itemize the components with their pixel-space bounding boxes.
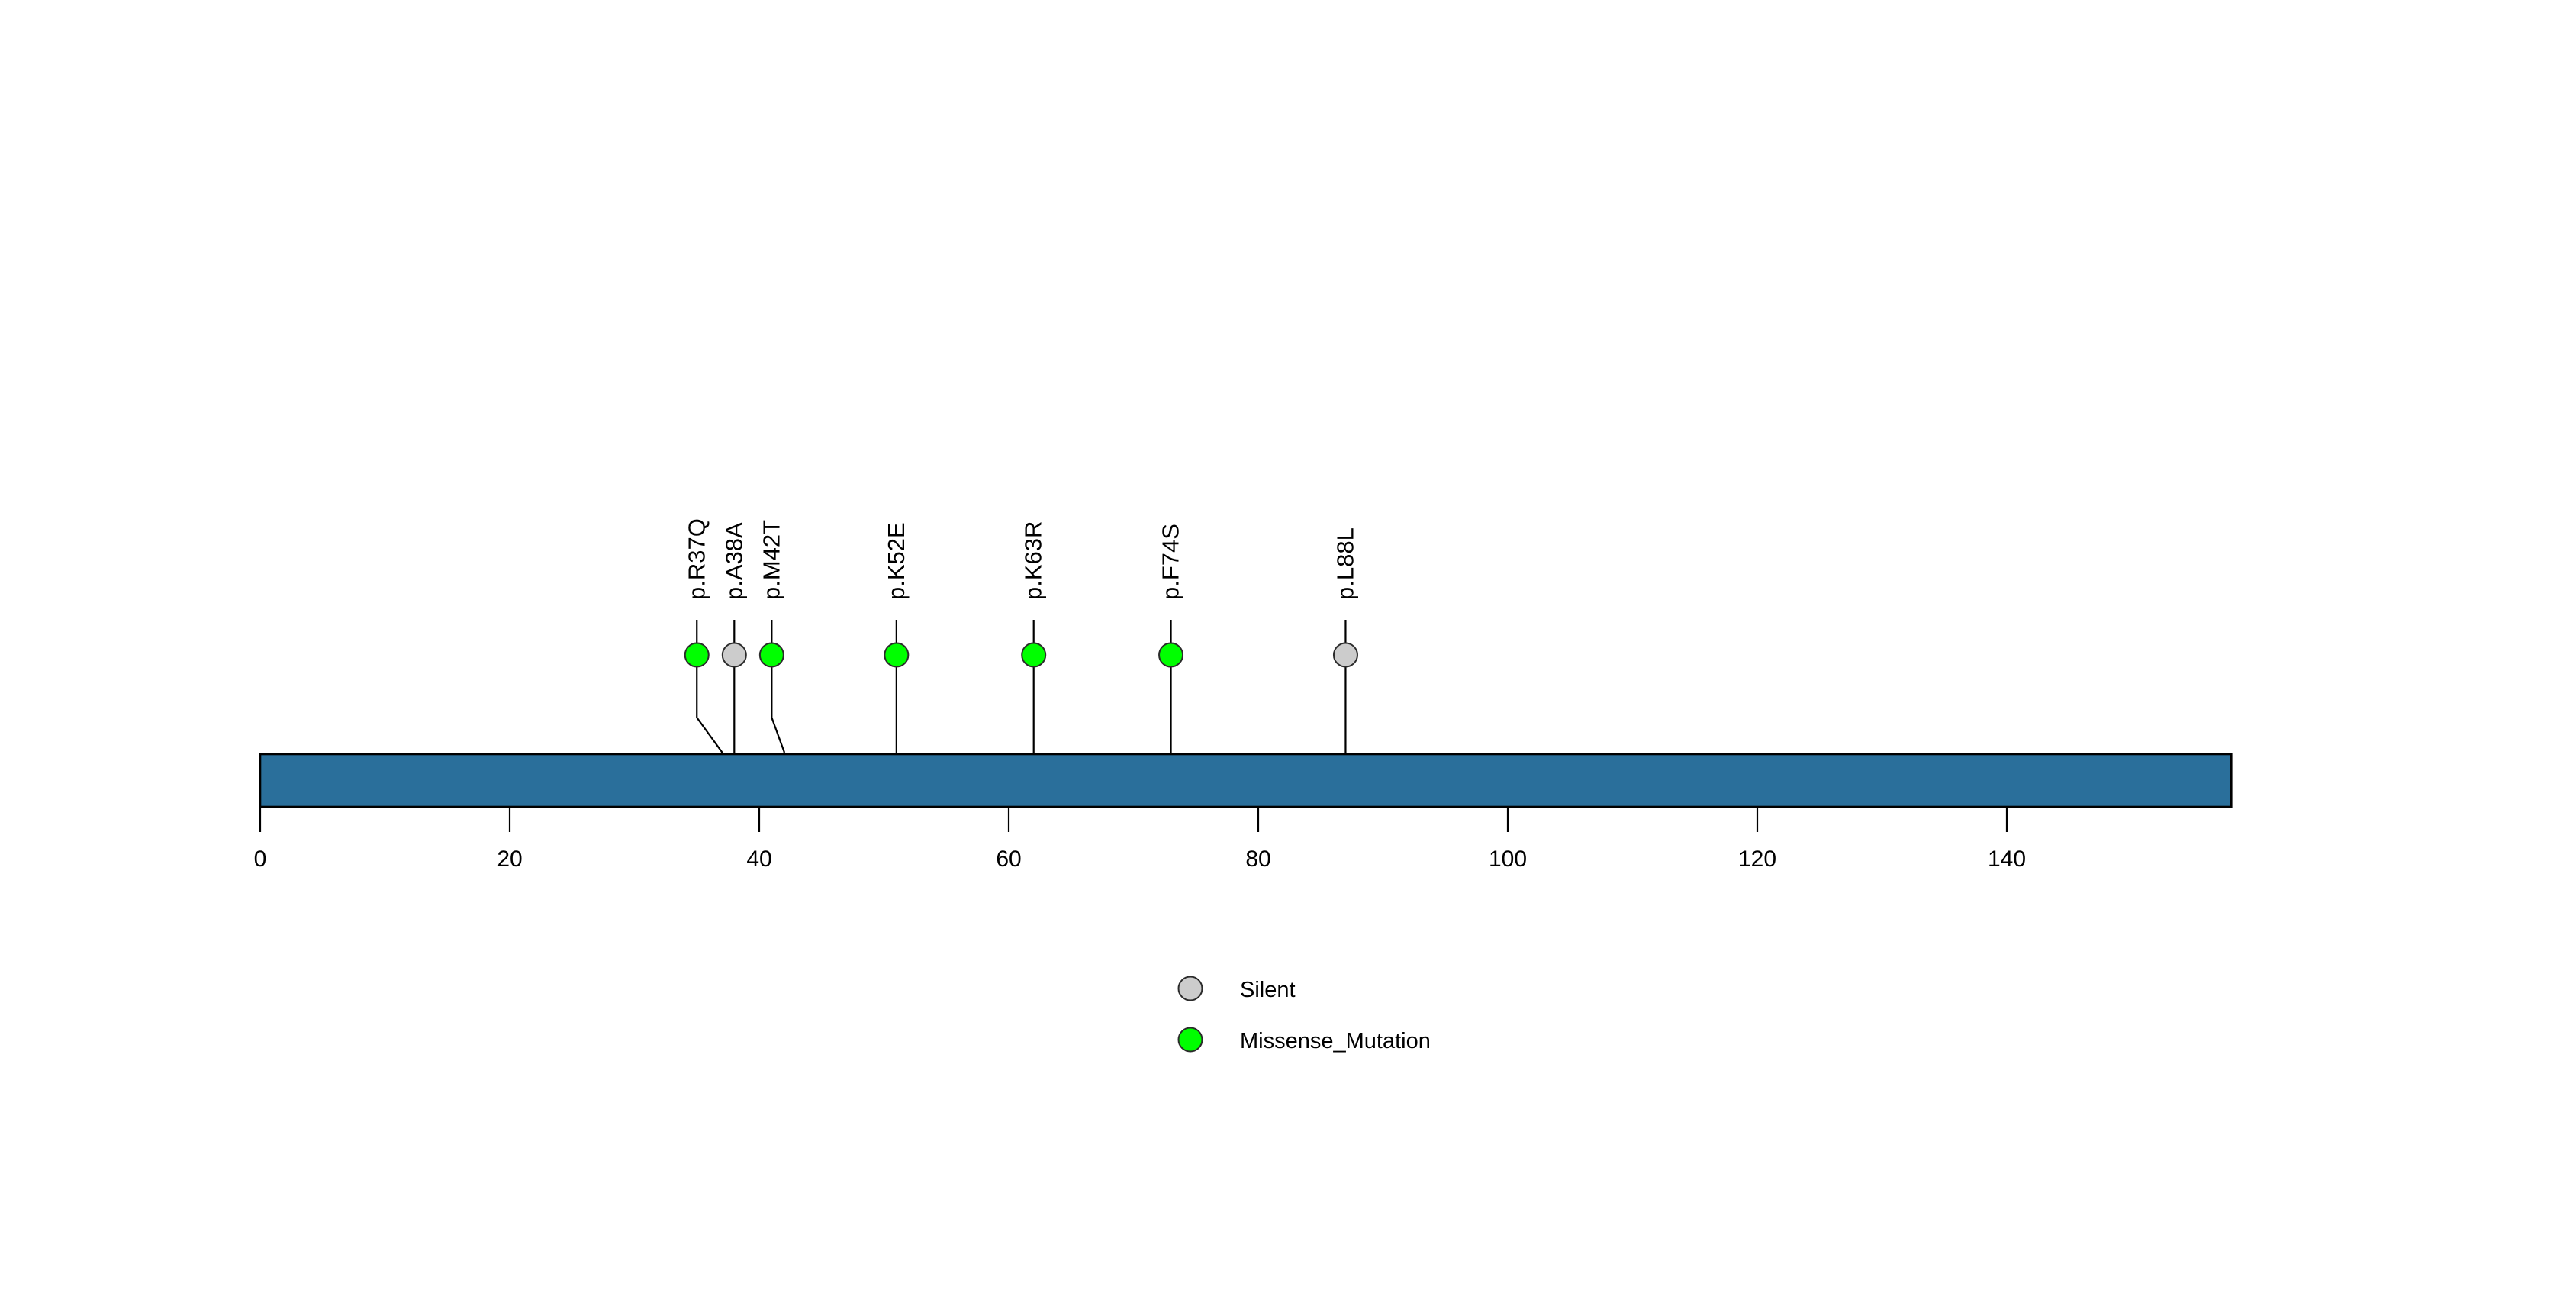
protein-domain-bar[interactable]	[259, 753, 2233, 808]
axis-tick-label-140: 140	[1988, 847, 2026, 872]
axis-ticks-layer	[259, 807, 2008, 832]
legend-swatch-missense_mutation[interactable]	[1177, 1027, 1203, 1053]
axis-tick-label-60: 60	[996, 847, 1021, 872]
mutation-marker-p.F74S[interactable]	[1158, 642, 1184, 668]
protein-bar-layer	[259, 753, 2233, 808]
mutation-label-p.F74S: p.F74S	[1158, 524, 1184, 600]
legend-label-missense_mutation: Missense_Mutation	[1240, 1029, 1431, 1053]
axis-tick-label-40: 40	[746, 847, 771, 872]
legend-swatch-silent[interactable]	[1177, 976, 1203, 1001]
mutation-marker-p.A38A[interactable]	[721, 642, 747, 668]
mutation-label-p.L88L: p.L88L	[1331, 527, 1358, 600]
mutation-label-p.A38A: p.A38A	[720, 522, 747, 600]
mutation-markers-layer	[684, 642, 1358, 668]
mutation-label-p.K52E: p.K52E	[883, 522, 910, 600]
axis-tick-labels-layer: 0 20 40 60 80 100 120 140	[254, 847, 2026, 872]
mutation-marker-p.M42T[interactable]	[758, 642, 784, 668]
mutation-label-p.R37Q: p.R37Q	[683, 518, 710, 600]
axis-tick-label-120: 120	[1738, 847, 1776, 872]
mutation-label-p.K63R: p.K63R	[1020, 521, 1047, 600]
axis-tick-label-80: 80	[1245, 847, 1270, 872]
mutation-marker-p.R37Q[interactable]	[684, 642, 710, 668]
mutation-labels-layer: p.R37Q p.A38A p.M42T p.K52E p.K63R p.F74S p.L8…	[683, 518, 1358, 600]
mutation-marker-p.K63R[interactable]	[1021, 642, 1047, 668]
axis-tick-label-100: 100	[1489, 847, 1527, 872]
legend-label-silent: Silent	[1240, 978, 1296, 1002]
mutation-marker-p.K52E[interactable]	[884, 642, 910, 668]
axis-tick-label-0: 0	[254, 847, 267, 872]
mutation-marker-p.L88L[interactable]	[1332, 642, 1358, 668]
axis-tick-label-20: 20	[497, 847, 522, 872]
mutation-label-p.M42T: p.M42T	[758, 520, 784, 600]
